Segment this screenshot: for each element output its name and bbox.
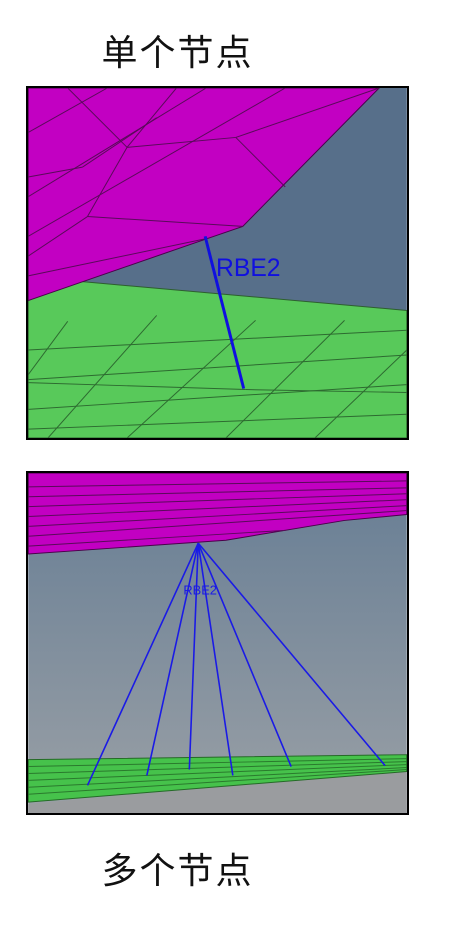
rbe2-link bbox=[86, 542, 199, 786]
multi-node-panel: RBE2 bbox=[26, 471, 409, 815]
multi-node-diagram: RBE2 bbox=[28, 473, 407, 813]
upper-part-mesh bbox=[28, 473, 407, 555]
multi-node-caption: 多个节点 bbox=[101, 851, 254, 892]
rbe2-label: RBE2 bbox=[216, 255, 281, 282]
rbe2-link bbox=[188, 543, 200, 770]
rbe2-link bbox=[146, 543, 199, 776]
rbe2-link bbox=[197, 543, 234, 776]
lower-mesh-lines bbox=[28, 758, 407, 795]
single-node-panel: RBE2 bbox=[26, 86, 409, 440]
upper-part-mesh bbox=[28, 88, 380, 302]
rbe2-link bbox=[197, 542, 292, 767]
rbe2-link bbox=[203, 235, 246, 389]
rbe2-link bbox=[197, 542, 386, 767]
lower-part-mesh bbox=[28, 754, 407, 803]
lower-floor bbox=[28, 769, 407, 813]
rbe2-links bbox=[86, 542, 386, 786]
single-node-caption: 单个节点 bbox=[101, 33, 254, 74]
upper-mesh-lines bbox=[28, 480, 407, 547]
rbe2-label: RBE2 bbox=[183, 583, 217, 598]
upper-mesh-lines bbox=[28, 88, 380, 277]
lower-mesh-lines bbox=[28, 315, 407, 438]
single-node-diagram: RBE2 bbox=[28, 88, 407, 438]
